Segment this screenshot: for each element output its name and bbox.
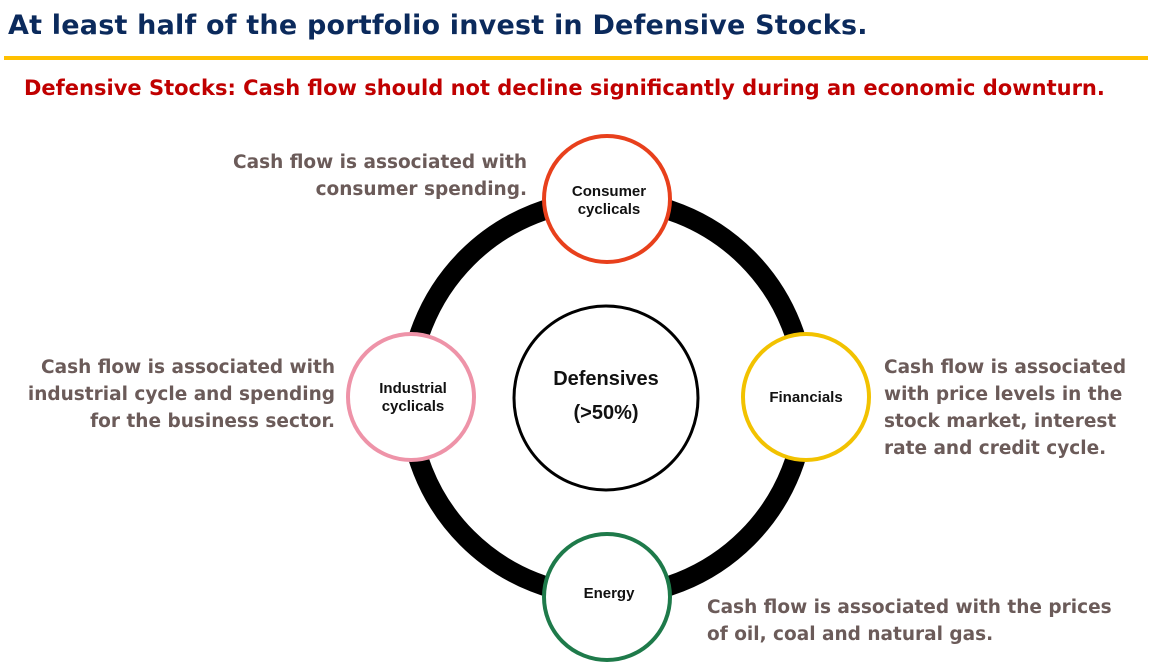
desc-line: industrial cycle and spending — [27, 384, 335, 405]
defensives-circle — [512, 304, 700, 492]
consumer-circle — [542, 134, 672, 264]
consumer-label-line2: cyclicals — [577, 201, 641, 218]
consumer-label: Consumer cyclicals — [572, 183, 646, 219]
financials-circle — [741, 332, 871, 462]
defensives-title: Defensives — [553, 368, 659, 390]
desc-line: of oil, coal and natural gas. — [707, 624, 994, 645]
desc-line: stock market, interest — [884, 411, 1117, 432]
defensives-share: (>50%) — [573, 402, 639, 424]
desc-line: Cash flow is associated with — [233, 152, 527, 173]
industrial-description: Cash flow is associated with industrial … — [28, 354, 335, 435]
page-title: At least half of the portfolio invest in… — [8, 10, 868, 41]
desc-line: consumer spending. — [315, 179, 527, 200]
energy-description: Cash flow is associated with the prices … — [707, 594, 1112, 648]
industrial-label: Industrial cyclicals — [379, 380, 447, 416]
desc-line: Cash flow is associated — [884, 357, 1127, 378]
consumer-description: Cash flow is associated with consumer sp… — [233, 149, 527, 203]
financials-description: Cash flow is associated with price level… — [884, 354, 1126, 462]
desc-line: for the business sector. — [90, 411, 335, 432]
energy-circle — [542, 532, 672, 662]
consumer-label-line1: Consumer — [571, 183, 647, 200]
desc-line: Cash flow is associated with the prices — [707, 597, 1112, 618]
industrial-circle — [346, 332, 476, 462]
subtitle: Defensive Stocks: Cash flow should not d… — [24, 76, 1105, 100]
defensives-label: Defensives (>50%) — [553, 362, 659, 430]
title-divider — [4, 56, 1148, 60]
industrial-label-line1: Industrial — [379, 380, 447, 397]
desc-line: with price levels in the — [884, 384, 1123, 405]
desc-line: rate and credit cycle. — [884, 438, 1107, 459]
industrial-label-line2: cyclicals — [381, 398, 445, 415]
desc-line: Cash flow is associated with — [41, 357, 335, 378]
financials-label: Financials — [769, 389, 843, 406]
energy-label: Energy — [583, 585, 635, 602]
